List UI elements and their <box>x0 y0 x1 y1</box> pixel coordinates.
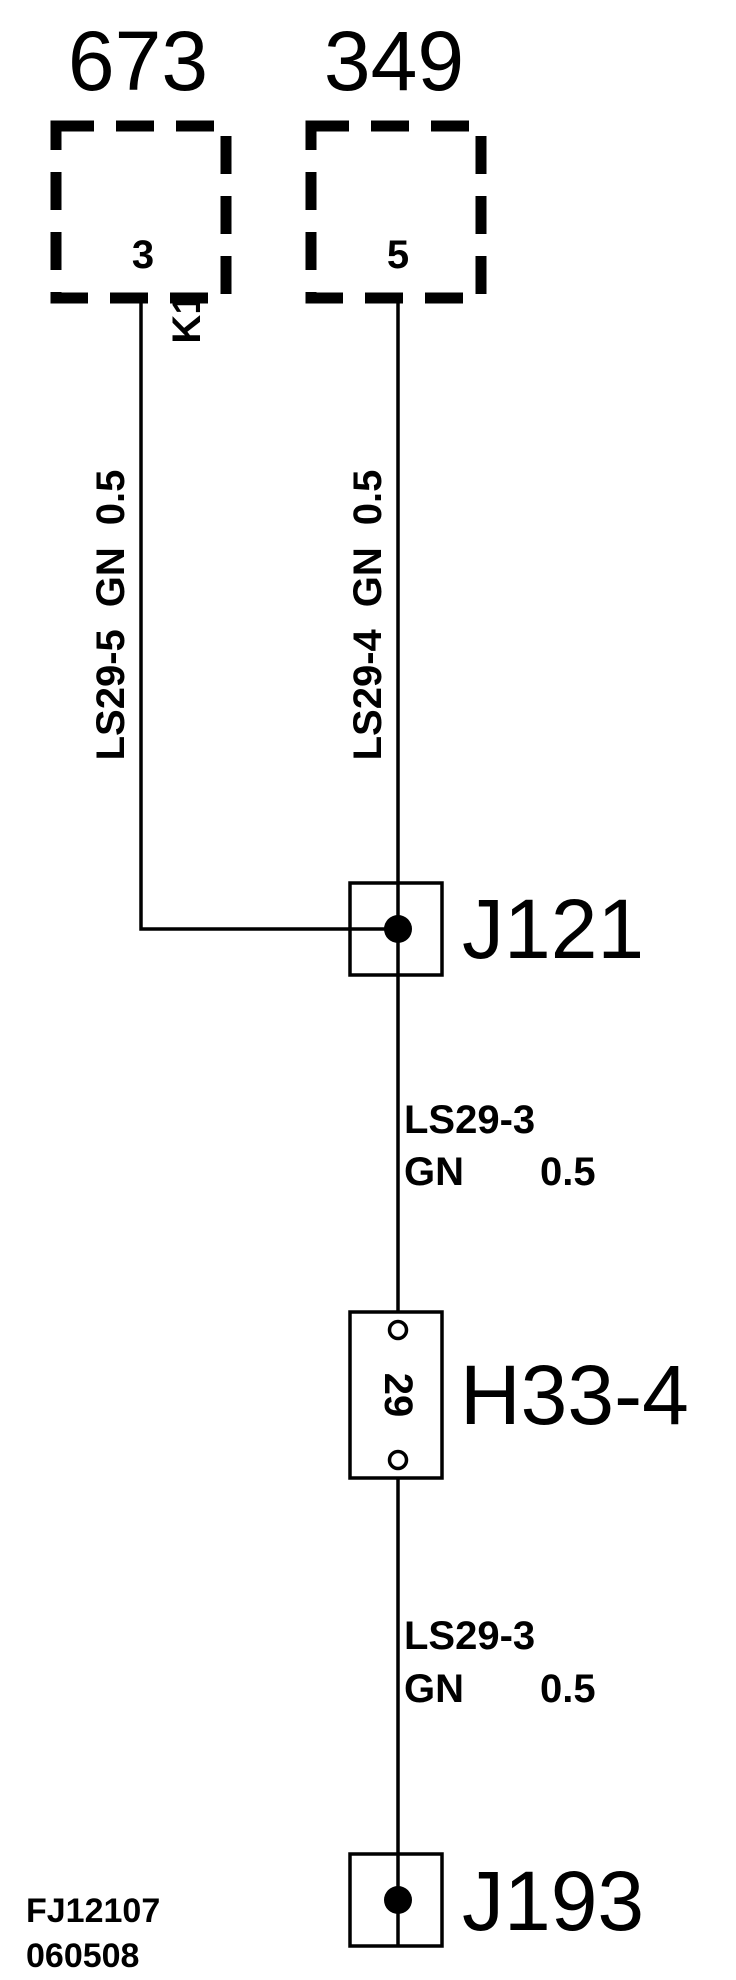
module-349-label: 349 <box>324 14 464 108</box>
drawing-number: FJ12107 <box>26 1892 160 1930</box>
splice-j121-dot <box>384 915 412 943</box>
splice-j193-dot <box>384 1886 412 1914</box>
wire-ls29-3-lower-circuit: LS29-3 <box>404 1614 535 1658</box>
wire-ls29-5-size: 0.5 <box>89 470 133 526</box>
connector-h33-4: 29 H33-4 <box>348 1310 689 1480</box>
wire-ls29-4-circuit: LS29-4 <box>346 628 390 760</box>
module-349-pin-number: 5 <box>387 233 409 277</box>
connector-h33-4-top-terminal <box>387 1319 409 1341</box>
splice-j121: J121 <box>348 881 644 977</box>
splice-j193: J193 <box>348 1852 644 1948</box>
module-349-outline <box>305 120 487 304</box>
wire-ls29-4-label: LS29-4 GN 0.5 <box>346 470 390 761</box>
wire-ls29-5-color: GN <box>89 547 133 607</box>
module-673-pin-number: 3 <box>132 233 154 277</box>
module-349: 349 5 <box>305 14 487 304</box>
svg-text:LS29-5GN0.5: LS29-5 GN 0.5 <box>89 470 133 761</box>
module-673-pin-tag: K1 <box>165 292 209 343</box>
wire-ls29-4-color: GN <box>346 547 390 607</box>
wire-ls29-5 <box>139 298 398 931</box>
wire-ls29-3-upper-circuit: LS29-3 <box>404 1098 535 1142</box>
wire-ls29-3-lower-color: GN <box>404 1667 464 1711</box>
splice-j193-label: J193 <box>462 1854 644 1948</box>
module-673-label: 673 <box>68 14 208 108</box>
wire-ls29-3-upper-size: 0.5 <box>540 1150 596 1194</box>
wire-ls29-4-size: 0.5 <box>346 470 390 526</box>
wire-ls29-3-upper-color: GN <box>404 1150 464 1194</box>
svg-text:LS29-4GN0.5: LS29-4 GN 0.5 <box>346 470 390 761</box>
drawing-date-code: 060508 <box>26 1937 139 1975</box>
wire-ls29-5-circuit: LS29-5 <box>89 629 133 760</box>
wire-ls29-5-label: LS29-5 GN 0.5 <box>89 470 133 761</box>
connector-h33-4-pin-number: 29 <box>376 1373 420 1418</box>
connector-h33-4-label: H33-4 <box>460 1348 689 1442</box>
connector-h33-4-bottom-terminal <box>387 1449 409 1471</box>
splice-j121-label: J121 <box>462 882 644 976</box>
wire-ls29-3-lower-size: 0.5 <box>540 1667 596 1711</box>
module-673: 673 3 K1 <box>50 14 232 344</box>
